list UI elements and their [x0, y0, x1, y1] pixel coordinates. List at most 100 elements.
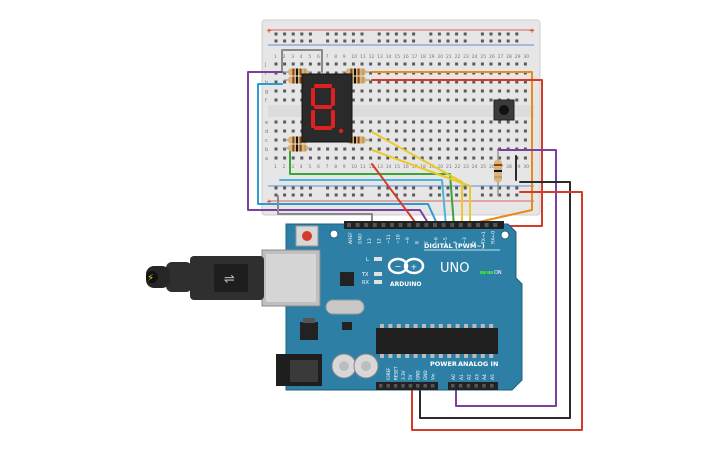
breadboard-column-number: 2 — [283, 164, 286, 170]
breadboard-column-number: 4 — [300, 164, 303, 170]
digital-pin-label: RX←0 — [491, 231, 497, 244]
wire-blue[interactable] — [257, 83, 439, 227]
power-pin-label: Vin — [430, 373, 435, 380]
breadboard-column-number: 11 — [360, 54, 366, 60]
power-bolt-icon: ⚡ — [147, 273, 154, 284]
atmega-chip — [376, 328, 498, 354]
digital-pin-label: ~9 — [405, 237, 411, 244]
vertical-resistor — [494, 150, 502, 196]
breadboard-column-number: 13 — [377, 164, 383, 170]
breadboard-column-number: 15 — [394, 164, 400, 170]
breadboard-column-number: 19 — [429, 54, 435, 60]
breadboard-row-letter: f — [265, 98, 267, 104]
breadboard-column-number: 26 — [489, 54, 495, 60]
digital-label: DIGITAL (PWM~) — [424, 242, 485, 250]
breadboard-column-number: 26 — [489, 164, 495, 170]
breadboard-column-number: 20 — [437, 54, 443, 60]
breadboard-column-number: 7 — [326, 54, 329, 60]
power-label: POWER — [430, 360, 457, 368]
analog-pin-label: A4 — [482, 374, 488, 380]
digital-pin-label: GND — [358, 233, 364, 244]
breadboard-column-number: 3 — [291, 54, 294, 60]
breadboard-column-number: 24 — [472, 164, 478, 170]
svg-text:+: + — [266, 27, 272, 35]
power-pin-label: GND — [416, 370, 421, 380]
wire-yellow-2[interactable] — [371, 149, 471, 227]
wire-green[interactable] — [289, 149, 455, 227]
breadboard-column-number: 28 — [506, 54, 512, 60]
breadboard-column-number: 11 — [360, 164, 366, 170]
breadboard-row-letter: i — [265, 71, 266, 77]
breadboard-row-letter: c — [265, 138, 268, 144]
brand-text: ARDUINO — [390, 281, 421, 288]
breadboard-column-number: 7 — [326, 164, 329, 170]
breadboard-column-number: 9 — [343, 54, 346, 60]
analog-pin-label: A5 — [490, 374, 496, 380]
breadboard-column-number: 3 — [291, 164, 294, 170]
wire-purple-left[interactable] — [247, 71, 431, 227]
seven-segment-display — [301, 73, 353, 143]
breadboard-column-number: 10 — [351, 164, 357, 170]
wire-red-diagonal[interactable] — [371, 163, 419, 227]
breadboard-column-number: 27 — [498, 54, 504, 60]
on-label: ON — [494, 270, 502, 276]
breadboard-column-number: 5 — [308, 164, 311, 170]
breadboard-column-number: 20 — [437, 164, 443, 170]
breadboard-column-number: 18 — [420, 54, 426, 60]
digital-pin-label: TX→1 — [481, 231, 487, 245]
analog-pin-label: A0 — [451, 374, 457, 380]
digital-header — [344, 221, 504, 229]
wire-cyan[interactable] — [279, 179, 447, 227]
svg-text:−: − — [395, 262, 402, 271]
wire-orange[interactable] — [371, 71, 533, 225]
breadboard-column-number: 30 — [523, 164, 529, 170]
breadboard-row-letter: e — [265, 120, 268, 126]
breadboard-column-number: 16 — [403, 164, 409, 170]
wire-purple-right[interactable] — [455, 149, 557, 407]
voltage-regulator — [300, 322, 318, 340]
breadboard-column-number: 21 — [446, 164, 452, 170]
display-segment — [311, 88, 315, 106]
breadboard-row-letter: d — [265, 129, 268, 135]
model-text: UNO — [440, 261, 469, 276]
power-pin-label: 3.3V — [401, 370, 406, 380]
svg-text:+: + — [266, 198, 272, 206]
svg-text:+: + — [411, 263, 418, 272]
breadboard-column-number: 6 — [317, 54, 320, 60]
svg-text:TX: TX — [361, 272, 369, 278]
wire-gray-bottom[interactable] — [277, 195, 373, 227]
breadboard-column-number: 5 — [308, 54, 311, 60]
breadboard-column-number: 14 — [386, 164, 392, 170]
breadboard-column-number: 10 — [351, 54, 357, 60]
breadboard-column-number: 23 — [463, 54, 469, 60]
wire-black[interactable] — [419, 181, 571, 419]
breadboard-column-number: 16 — [403, 54, 409, 60]
display-segment — [314, 126, 332, 130]
digital-pin-label: 2 — [472, 241, 478, 244]
breadboard-column-number: 1 — [274, 164, 277, 170]
breadboard-column-number: 8 — [334, 54, 337, 60]
breadboard-column-number: 29 — [515, 164, 521, 170]
breadboard-column-number: 23 — [463, 164, 469, 170]
svg-text:+: + — [529, 27, 535, 35]
breadboard-column-numbers: 1122334455667788991010111112121313141415… — [274, 54, 529, 170]
wire-red-right[interactable] — [411, 191, 583, 431]
reset-button-cap[interactable] — [302, 231, 312, 241]
power-pin-label: IOREF — [386, 367, 391, 380]
crystal — [325, 299, 365, 315]
push-button[interactable] — [493, 99, 515, 121]
display-segment — [331, 110, 335, 128]
breadboard-column-number: 21 — [446, 54, 452, 60]
analog-pin-label: A2 — [467, 374, 473, 380]
digital-pin-label: 13 — [367, 238, 373, 244]
breadboard-row-letter: j — [264, 62, 266, 68]
display-segment — [311, 110, 315, 128]
digital-pin-label: ~3 — [462, 237, 468, 244]
digital-pin-label: ~10 — [396, 234, 402, 244]
display-segments — [311, 84, 335, 130]
wire-gray-top[interactable] — [281, 49, 323, 73]
digital-pin-label: 7 — [424, 241, 430, 244]
